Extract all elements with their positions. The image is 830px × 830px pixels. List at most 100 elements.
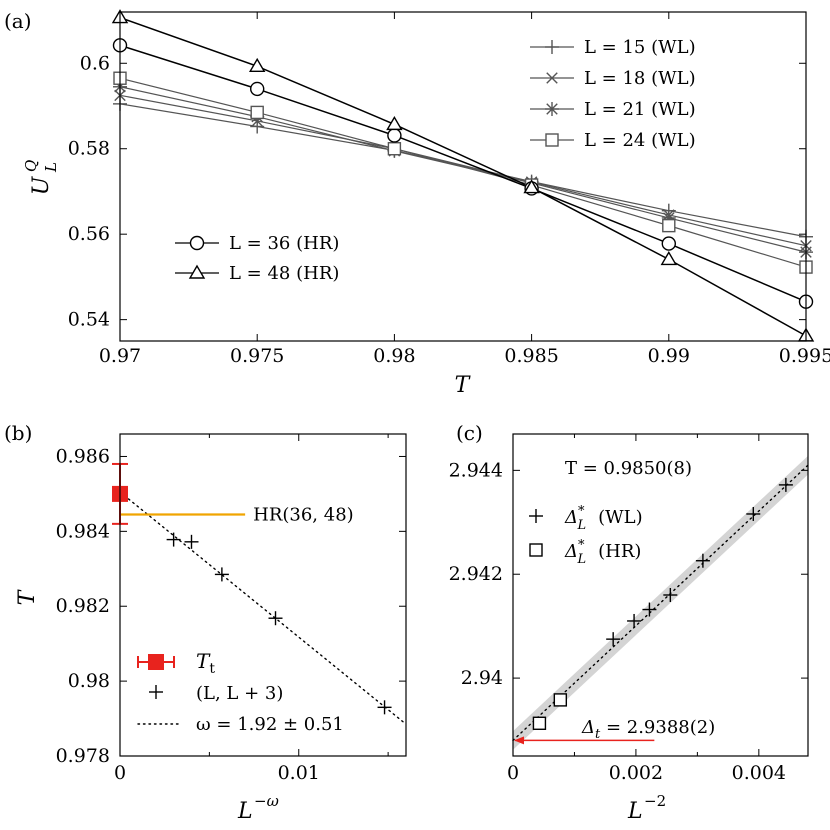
panel-b-xlabel: L xyxy=(237,799,253,824)
a-legend-tr-marker-3 xyxy=(545,133,559,147)
a-series-4-point-2 xyxy=(387,128,402,143)
a-xtick-label-1: 0.975 xyxy=(230,345,284,367)
a-series-1-line xyxy=(119,94,807,247)
b-point-4 xyxy=(377,700,392,715)
a-legend-bl-marker-0-circ xyxy=(189,235,205,251)
panel-a-ylabel-sub: L xyxy=(42,162,60,173)
c-hr-point-1-sq xyxy=(553,693,568,707)
b-ytick-label-1: 0.98 xyxy=(68,670,110,692)
a-series-4-point-1-circ xyxy=(250,81,265,97)
b-point-3 xyxy=(268,611,283,626)
panel-c-frame xyxy=(512,433,809,757)
c-fit-band xyxy=(513,455,808,750)
a-ytick-label-2: 0.58 xyxy=(68,138,110,160)
c-ytick-label-1: 2.942 xyxy=(449,563,503,585)
c-hr-point-0-sq xyxy=(532,716,547,730)
a-series-5-point-1 xyxy=(248,57,266,72)
panel-b-plot-area: HR(36, 48) xyxy=(112,462,407,725)
b-legend-tt-marker xyxy=(148,654,164,670)
b-legend-tt-label: Tt xyxy=(196,649,215,677)
panel-a-label: (a) xyxy=(4,9,32,33)
a-xtick-label-2: 0.98 xyxy=(373,345,415,367)
c-wl-point-6 xyxy=(778,477,793,492)
a-ytick-label-0: 0.54 xyxy=(68,309,110,331)
a-series-3-point-4-sq xyxy=(662,218,676,233)
panel-c-annotation: T = 0.9850(8) xyxy=(565,458,692,479)
a-legend-tr-text-0: L = 15 (WL) xyxy=(584,37,696,58)
c-wl-point-2 xyxy=(642,602,657,617)
a-series-0-line xyxy=(119,103,807,238)
panel-c-annotations: Δ*L(WL) Δ*L(HR) xyxy=(529,504,643,567)
c-legend-label-1: Δ*L(HR) xyxy=(564,538,641,567)
b-ytick-label-2: 0.982 xyxy=(56,595,110,617)
panel-a-plot-area xyxy=(111,9,815,342)
a-xtick-label-3: 0.985 xyxy=(504,345,558,367)
a-ytick-label-3: 0.6 xyxy=(80,52,110,74)
a-series-3-point-1-sq xyxy=(250,105,264,120)
c-legend-marker-1 xyxy=(529,543,543,557)
panel-b-frame xyxy=(119,433,407,757)
b-legend-fit-label: ω = 1.92 ± 0.51 xyxy=(196,714,344,735)
c-wl-point-0 xyxy=(606,632,621,647)
a-series-3-point-1 xyxy=(250,105,264,120)
a-series-3-point-4 xyxy=(662,218,676,233)
b-ytick-label-0: 0.978 xyxy=(56,745,110,767)
c-wl-point-3 xyxy=(663,588,678,602)
a-series-5-point-1-tri xyxy=(248,57,266,72)
a-legend-tr-marker-3-sq xyxy=(545,133,559,147)
a-series-4-point-2-circ xyxy=(387,128,402,143)
b-xtick-label-1: 0.01 xyxy=(278,762,320,784)
a-series-5-point-3 xyxy=(523,179,540,194)
a-series-5-point-2-tri xyxy=(386,115,403,131)
panel-c-label: (c) xyxy=(456,421,483,445)
a-legend-tr-marker-2-d2 xyxy=(546,103,558,115)
panel-b-ylabel: T xyxy=(15,588,40,605)
a-legend-bl-marker-1 xyxy=(188,264,206,279)
a-legend-bl-marker-1-tri xyxy=(188,264,206,279)
b-point-2 xyxy=(214,567,229,582)
c-xtick-label-1: 0.002 xyxy=(609,762,663,784)
b-hr-label: HR(36, 48) xyxy=(253,505,354,526)
a-legend-tr-marker-2 xyxy=(545,102,559,116)
c-wl-point-5 xyxy=(746,506,761,521)
c-legend-marker-1-sq xyxy=(529,543,543,557)
panel-a-frame xyxy=(119,11,807,342)
a-legend-tr-marker-0 xyxy=(545,40,559,54)
a-legend-bl-marker-0 xyxy=(189,235,205,251)
a-series-2-line xyxy=(119,86,807,253)
c-xtick-label-0: 0 xyxy=(507,762,519,784)
b-point-1 xyxy=(184,534,199,549)
panel-b-label: (b) xyxy=(4,421,32,445)
b-legend-points-marker xyxy=(149,685,163,699)
panel-a-ylabel-sup: Q xyxy=(22,160,40,172)
b-xtick-label-0: 0 xyxy=(114,762,126,784)
a-series-3-point-2 xyxy=(387,142,402,156)
a-xtick-label-5: 0.995 xyxy=(779,345,830,367)
panel-c-plot-area: Δt = 2.9388(2) xyxy=(512,455,809,750)
b-fit-line xyxy=(119,491,407,725)
c-wl-point-1 xyxy=(627,613,642,628)
c-legend-label-0: Δ*L(WL) xyxy=(564,504,643,533)
c-xtick-label-2: 0.004 xyxy=(732,762,786,784)
c-hr-point-1 xyxy=(553,693,568,707)
a-xtick-label-0: 0.97 xyxy=(99,345,141,367)
c-hr-point-0 xyxy=(532,716,547,730)
a-legend-bl-text-1: L = 48 (HR) xyxy=(229,263,339,284)
a-series-5-point-4-tri xyxy=(660,251,678,266)
a-legend-tr-text-1: L = 18 (WL) xyxy=(584,68,696,89)
panel-a-ylabel-main: U xyxy=(29,175,54,195)
a-series-5-line xyxy=(119,16,807,337)
a-legend-tr-marker-1-d2 xyxy=(546,72,558,84)
a-series-4-line xyxy=(119,44,807,303)
b-legend-points-label: (L, L + 3) xyxy=(196,683,283,704)
panel-a-ylabel: U Q L xyxy=(22,160,60,196)
c-ytick-label-0: 2.94 xyxy=(461,667,503,689)
panel-b-xlabel-sup: −ω xyxy=(254,792,279,810)
a-xtick-label-4: 0.99 xyxy=(648,345,690,367)
a-series-5-point-4 xyxy=(660,251,678,266)
